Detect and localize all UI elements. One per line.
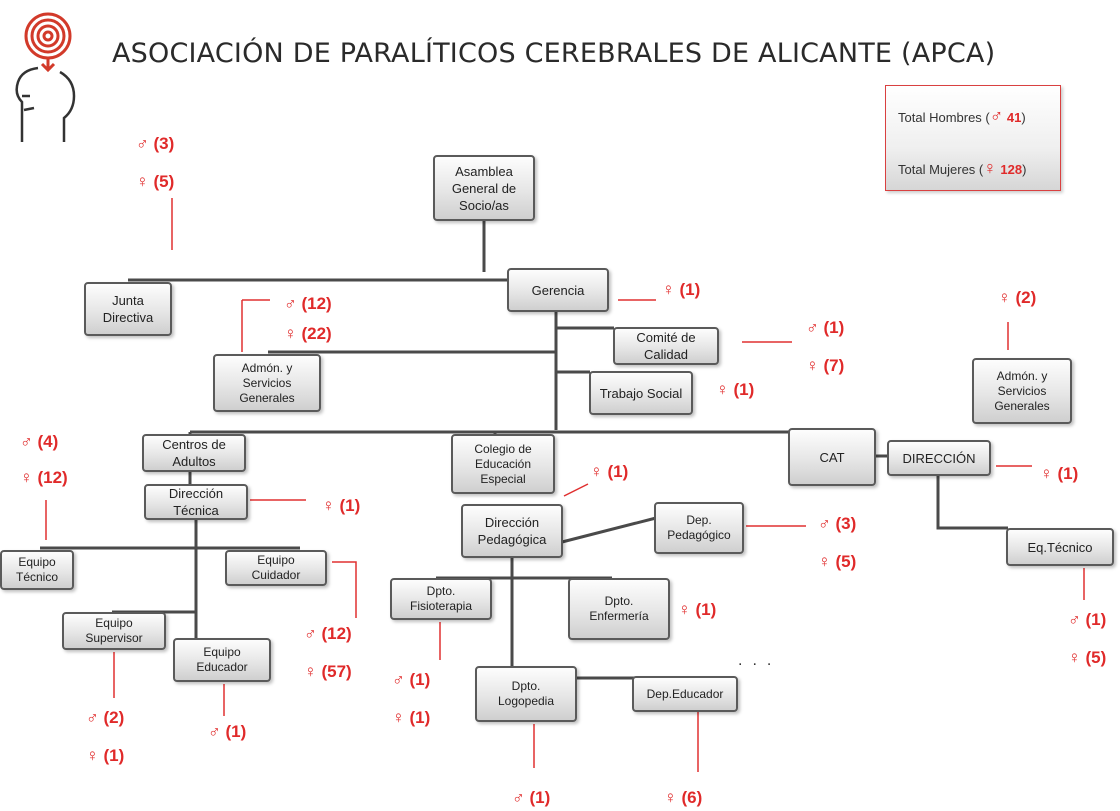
count-comite-female: ♀ (7) <box>806 356 845 375</box>
mouth-icon <box>23 106 35 112</box>
ellipsis-decoration: ... <box>738 652 782 669</box>
count-eqtec-male: ♂ (1) <box>1068 610 1107 629</box>
node-dep-educador: Dep.Educador <box>632 676 738 712</box>
count-supervisor-female: ♀ (1) <box>86 746 125 765</box>
count-colegio-female: ♀ (1) <box>590 462 629 481</box>
count-fisio-male: ♂ (1) <box>392 670 431 689</box>
count-admon-female: ♀ (22) <box>284 324 332 343</box>
count-educador-male: ♂ (1) <box>208 722 247 741</box>
count-depeduc-female: ♀ (6) <box>664 788 703 807</box>
node-dpto-enfermeria: Dpto. Enfermería <box>568 578 670 640</box>
node-eq-tecnico: Eq.Técnico <box>1006 528 1114 566</box>
node-admon-servicios-2: Admón. y Servicios Generales <box>972 358 1072 424</box>
apca-logo <box>15 12 76 142</box>
legend-women-label: Total Mujeres <box>898 162 976 177</box>
node-equipo-educador: Equipo Educador <box>173 638 271 682</box>
node-admon-servicios: Admón. y Servicios Generales <box>213 354 321 412</box>
arrow-icon <box>40 58 56 73</box>
count-admon2-female: ♀ (2) <box>998 288 1037 307</box>
node-centros-adultos: Centros de Adultos <box>142 434 246 472</box>
node-direccion-pedagogica: Dirección Pedagógica <box>461 504 563 558</box>
count-cuidador-female: ♀ (57) <box>304 662 352 681</box>
count-deppeda-female: ♀ (5) <box>818 552 857 571</box>
node-equipo-cuidador: Equipo Cuidador <box>225 550 327 586</box>
node-direccion-tecnica: Dirección Técnica <box>144 484 248 520</box>
count-comite-male: ♂ (1) <box>806 318 845 337</box>
legend-men-value: 41 <box>1006 110 1022 125</box>
node-asamblea: Asamblea General de Socio/as <box>433 155 535 221</box>
count-admon-male: ♂ (12) <box>284 294 332 313</box>
count-supervisor-male: ♂ (2) <box>86 708 125 727</box>
count-cuidador-male: ♂ (12) <box>304 624 352 643</box>
count-deppeda-male: ♂ (3) <box>818 514 857 533</box>
head-profile-icon <box>15 66 76 142</box>
node-cat: CAT <box>788 428 876 486</box>
count-eqtec-female: ♀ (5) <box>1068 648 1107 667</box>
count-centros-female: ♀ (12) <box>20 468 68 487</box>
node-dep-pedagogico: Dep. Pedagógico <box>654 502 744 554</box>
totals-legend: Total Hombres (♂ 41) Total Mujeres (♀ 12… <box>885 85 1061 191</box>
count-logopedia-male: ♂ (1) <box>512 788 551 807</box>
legend-women-value: 128 <box>1000 162 1023 177</box>
node-junta-directiva: Junta Directiva <box>84 282 172 336</box>
legend-women-row: Total Mujeres (♀ 128) <box>898 158 1027 178</box>
legend-men-row: Total Hombres (♂ 41) <box>898 106 1026 126</box>
count-centros-male: ♂ (4) <box>20 432 59 451</box>
page-title: ASOCIACIÓN DE PARALÍTICOS CEREBRALES DE … <box>112 38 996 69</box>
female-icon: ♀ <box>983 158 997 178</box>
count-fisio-female: ♀ (1) <box>392 708 431 727</box>
legend-men-label: Total Hombres <box>898 110 982 125</box>
count-junta-male: ♂ (3) <box>136 134 175 153</box>
male-icon: ♂ <box>989 106 1004 126</box>
node-dpto-logopedia: Dpto. Logopedia <box>475 666 577 722</box>
count-enfermeria-female: ♀ (1) <box>678 600 717 619</box>
count-dirtec-female: ♀ (1) <box>322 496 361 515</box>
node-comite-calidad: Comité de Calidad <box>613 327 719 365</box>
node-colegio: Colegio de Educación Especial <box>451 434 555 494</box>
node-trabajo-social: Trabajo Social <box>589 371 693 415</box>
node-dpto-fisioterapia: Dpto. Fisioterapia <box>390 578 492 620</box>
count-junta-female: ♀ (5) <box>136 172 175 191</box>
count-direccion-female: ♀ (1) <box>1040 464 1079 483</box>
node-direccion: DIRECCIÓN <box>887 440 991 476</box>
node-gerencia: Gerencia <box>507 268 609 312</box>
count-gerencia-female: ♀ (1) <box>662 280 701 299</box>
node-equipo-supervisor: Equipo Supervisor <box>62 612 166 650</box>
node-equipo-tecnico: Equipo Técnico <box>0 550 74 590</box>
count-trabajo-female: ♀ (1) <box>716 380 755 399</box>
